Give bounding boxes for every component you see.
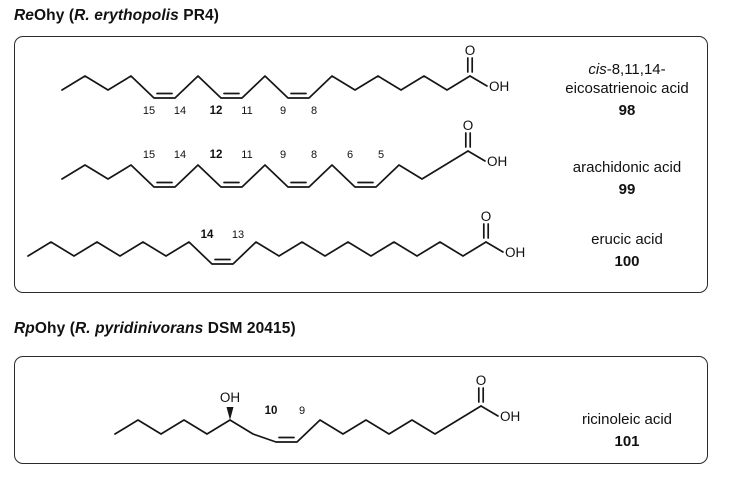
- compound-number: 98: [618, 102, 636, 119]
- position-label-15: 15: [143, 149, 155, 161]
- position-label-11: 11: [241, 105, 252, 117]
- molecule-eicosatrienoic-acid: O OH 15 14 12 11 9 8: [61, 43, 509, 117]
- compound-name-line1: cis-8,11,14-: [548, 60, 706, 79]
- compound-number: 100: [614, 253, 640, 270]
- stereo-wedge-bond: [226, 407, 234, 420]
- position-label-9: 9: [280, 149, 286, 161]
- title-species: R. pyridinivorans: [75, 320, 204, 337]
- position-label-12: 12: [210, 149, 223, 161]
- position-label-14: 14: [174, 105, 186, 117]
- hydroxyl-bond: [485, 241, 504, 253]
- position-label-15: 15: [143, 105, 155, 117]
- position-label-9: 9: [299, 405, 305, 417]
- compound-name-line1: erucic acid: [591, 231, 663, 248]
- section-title-reohy: ReOhy (R. erythopolis PR4): [14, 7, 219, 25]
- position-label-11: 11: [241, 149, 252, 161]
- carbon-chain: [61, 75, 471, 99]
- acid-hydroxyl-label: OH: [489, 79, 509, 94]
- carbon-chain: [61, 150, 469, 188]
- position-label-14: 14: [201, 229, 214, 241]
- acid-hydroxyl-label: OH: [487, 154, 507, 169]
- section-title-rpohy: RpOhy (R. pyridinivorans DSM 20415): [14, 320, 296, 338]
- title-text: Ohy (: [34, 7, 75, 24]
- acid-hydroxyl-label: OH: [505, 245, 525, 260]
- position-label-5: 5: [378, 149, 384, 161]
- position-label-6: 6: [347, 149, 353, 161]
- title-text: Ohy (: [34, 320, 75, 337]
- compound-label-100: erucic acid 100: [548, 230, 706, 271]
- carbon-chain: [27, 241, 487, 265]
- position-label-8: 8: [311, 105, 317, 117]
- title-strain: PR4): [178, 7, 220, 24]
- compound-name-italic: cis: [588, 61, 607, 78]
- carbonyl-oxygen-label: O: [481, 209, 492, 224]
- title-strain: DSM 20415): [203, 320, 296, 337]
- molecule-erucic-acid: O OH 14 13: [27, 209, 525, 265]
- carbonyl-oxygen-label: O: [463, 118, 474, 133]
- position-label-14: 14: [174, 149, 186, 161]
- compound-name-line1: ricinoleic acid: [581, 411, 673, 428]
- carbonyl-oxygen-label: O: [476, 373, 487, 388]
- reohy-structures-box: [14, 36, 708, 293]
- position-label-9: 9: [280, 105, 286, 117]
- compound-label-101: ricinoleic acid 101: [548, 410, 706, 451]
- title-enzyme-abbr: Re: [14, 7, 35, 24]
- hydroxyl-substituent-label: OH: [220, 390, 240, 405]
- hydroxyl-bond: [469, 75, 488, 87]
- title-species: R. erythopolis: [74, 7, 179, 24]
- carbon-chain: [114, 405, 482, 443]
- carbonyl-oxygen-label: O: [465, 43, 476, 58]
- position-label-10: 10: [265, 405, 278, 417]
- molecule-arachidonic-acid: O OH 15 14 12 11 9 8 6 5: [61, 118, 507, 188]
- compound-label-98: cis-8,11,14- eicosatrienoic acid 98: [548, 60, 706, 120]
- rpohy-structures-box: [14, 356, 708, 464]
- position-label-13: 13: [232, 229, 244, 241]
- compound-number: 99: [618, 181, 636, 198]
- compound-number: 101: [614, 433, 640, 450]
- hydroxyl-bond: [480, 405, 499, 417]
- hydroxyl-bond: [467, 150, 486, 162]
- molecule-ricinoleic-acid: OH O OH 10 9: [114, 373, 520, 443]
- compound-name-line2: eicosatrienoic acid: [565, 80, 689, 97]
- compound-name-line1: arachidonic acid: [572, 159, 682, 176]
- acid-hydroxyl-label: OH: [500, 409, 520, 424]
- compound-name-rest: -8,11,14-: [606, 61, 666, 78]
- title-enzyme-abbr: Rp: [14, 320, 35, 337]
- position-label-8: 8: [311, 149, 317, 161]
- position-label-12: 12: [210, 105, 223, 117]
- compound-label-99: arachidonic acid 99: [548, 158, 706, 199]
